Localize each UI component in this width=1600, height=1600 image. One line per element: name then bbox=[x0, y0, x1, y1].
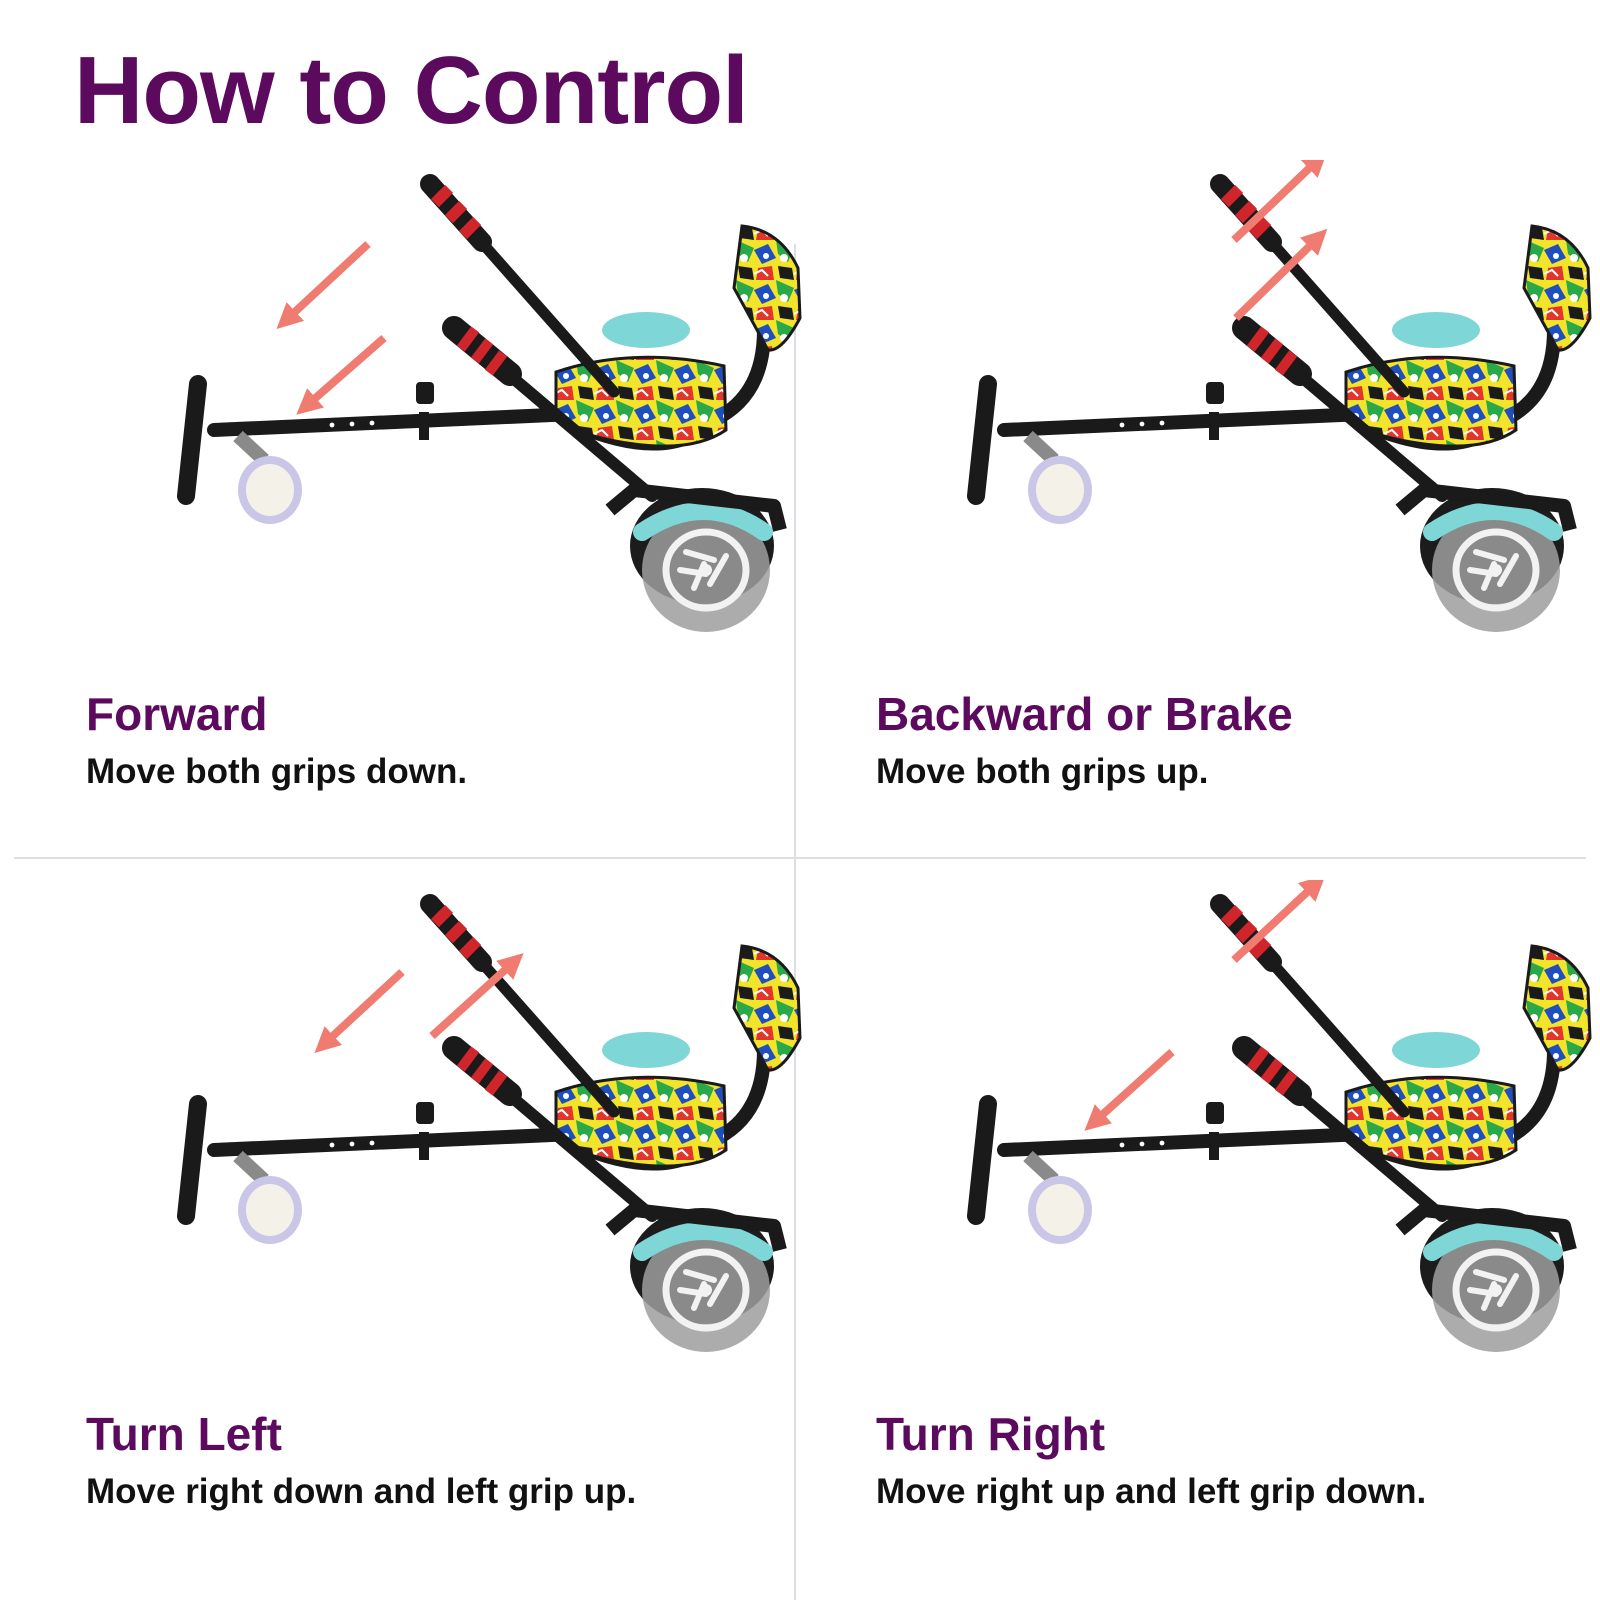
go-kart-image bbox=[186, 904, 800, 1352]
panel-description: Move both grips up. bbox=[876, 752, 1209, 791]
panel-turn-left: Turn Left Move right down and left grip … bbox=[74, 880, 834, 1580]
panel-backward: Backward or Brake Move both grips up. bbox=[864, 160, 1600, 860]
horizontal-divider bbox=[14, 857, 1586, 859]
panel-heading: Turn Right bbox=[876, 1408, 1106, 1460]
panel-description: Move both grips down. bbox=[86, 752, 468, 791]
go-kart-illustration bbox=[864, 160, 1600, 680]
go-kart-image bbox=[976, 904, 1590, 1352]
go-kart-image bbox=[976, 184, 1590, 632]
arrow-left-grip-up bbox=[429, 953, 524, 1039]
panel-forward: Forward Move both grips down. bbox=[74, 160, 834, 860]
panel-description: Move right up and left grip down. bbox=[876, 1472, 1427, 1511]
page-title: How to Control bbox=[74, 37, 749, 144]
arrow-left-grip-up bbox=[1231, 880, 1326, 963]
panel-turn-right: Turn Right Move right up and left grip d… bbox=[864, 880, 1600, 1580]
arrow-left-grip-down bbox=[276, 241, 371, 329]
arrow-right-grip-down bbox=[1084, 1049, 1175, 1131]
vertical-divider bbox=[794, 244, 796, 1600]
panel-description: Move right down and left grip up. bbox=[86, 1472, 637, 1511]
arrow-right-grip-down bbox=[296, 334, 387, 415]
arrow-left-grip-up bbox=[1231, 160, 1328, 243]
panel-heading: Turn Left bbox=[86, 1408, 282, 1460]
arrow-right-grip-up bbox=[1233, 228, 1328, 321]
panel-heading: Backward or Brake bbox=[876, 688, 1293, 740]
panel-heading: Forward bbox=[86, 688, 268, 740]
arrow-right-grip-down bbox=[314, 969, 405, 1053]
go-kart-image bbox=[186, 184, 800, 632]
go-kart-illustration bbox=[74, 160, 834, 680]
go-kart-illustration bbox=[864, 880, 1600, 1400]
go-kart-illustration bbox=[74, 880, 834, 1400]
